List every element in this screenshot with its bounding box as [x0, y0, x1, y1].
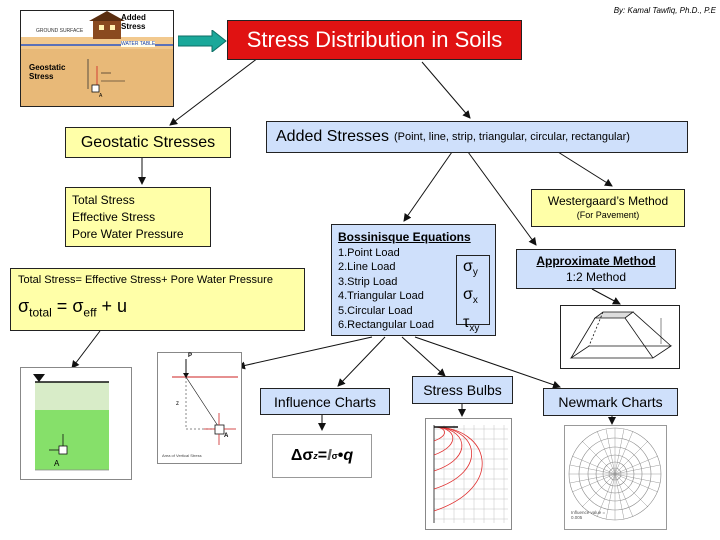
approximate-method-figure [560, 305, 680, 369]
westergaard-subtitle: (For Pavement) [576, 210, 640, 220]
boussinesq-item: 5.Circular Load [338, 304, 413, 317]
soil-profile-thumbnail: GROUND SURFACE WATER TABLE Added Stress … [20, 10, 174, 107]
link-added-approx [467, 151, 537, 246]
sigma-subscript: σ [331, 451, 338, 461]
thumb-added-stress-label: Added Stress [121, 13, 146, 31]
thumb-ground-surface-label: GROUND SURFACE [36, 28, 84, 34]
newmark-caption: Influence value = 0.005 [571, 510, 606, 520]
stress-equation-text: Total Stress= Effective Stress+ Pore Wat… [18, 274, 273, 286]
point-load-drawing [172, 359, 238, 445]
boussinesq-title: Bossinisque Equations [338, 230, 471, 244]
thumb-geostatic-stress-label: Geostatic Stress [29, 63, 66, 81]
geostatic-stresses-title: Geostatic Stresses [80, 133, 216, 151]
delta-sigma: Δσ [290, 447, 314, 464]
newmark-chart-drawing [568, 427, 662, 521]
thumbnail-to-title-arrow [178, 30, 227, 52]
point-load-caption: Area of Vertical Stress [162, 453, 202, 458]
newmark-charts-box: Newmark Charts [543, 388, 678, 416]
point-load-p-label: P [188, 353, 193, 359]
link-bouss-bulbs [401, 336, 446, 377]
z-subscript: z [313, 451, 318, 461]
page-title-text: Stress Distribution in Soils [246, 27, 503, 52]
approximate-method-box: Approximate Method 1:2 Method [516, 249, 676, 289]
approximate-method-title: Approximate Method [536, 254, 656, 268]
geostatic-item: Effective Stress [72, 210, 156, 224]
geostatic-item: Total Stress [72, 193, 135, 207]
added-stresses-box: Added Stresses (Point, line, strip, tria… [266, 121, 688, 153]
point-load-a-label: A [224, 433, 229, 439]
added-stresses-title: Added Stresses [276, 128, 389, 145]
formula-equals: = [317, 447, 328, 464]
link-approx-figure [591, 288, 621, 305]
point-load-z-label: z [176, 401, 179, 407]
sigma-x-symbol: σx [463, 286, 478, 307]
boussinesq-item: 4.Triangular Load [338, 290, 424, 302]
geostatic-stresses-box: Geostatic Stresses [65, 127, 231, 158]
soil-column-figure: A [20, 367, 132, 480]
link-added-westergaard [557, 151, 613, 187]
newmark-charts-label: Newmark Charts [558, 394, 663, 410]
eff-subscript: eff [83, 305, 97, 320]
westergaard-box: Westergaard’s Method (For Pavement) [531, 189, 685, 227]
stress-symbols-box: σy σx τxy [456, 255, 490, 335]
sigma-y-symbol: σy [463, 258, 478, 279]
approximate-method-subtitle: 1:2 Method [565, 270, 627, 284]
author-credit: By: Kamal Tawfiq, Ph.D., P.E [613, 6, 716, 15]
geostatic-item: Pore Water Pressure [72, 227, 184, 241]
boussinesq-box: Bossinisque Equations 1.Point Load 2.Lin… [331, 224, 496, 336]
newmark-chart-figure: Influence value = 0.005 [564, 425, 667, 530]
boussinesq-item: 6.Rectangular Load [338, 319, 435, 331]
plus-u: + u [96, 296, 128, 316]
stress-bulbs-box: Stress Bulbs [412, 376, 513, 404]
influence-factor: I [327, 447, 332, 464]
page-title: Stress Distribution in Soils [227, 20, 522, 60]
equals-sign: = [51, 296, 73, 316]
boussinesq-item: 3.Strip Load [338, 275, 398, 288]
tau-xy-symbol: τxy [463, 314, 480, 335]
column-element-label: A [54, 459, 60, 468]
stress-equation-box: Total Stress= Effective Stress+ Pore Wat… [10, 268, 305, 331]
link-added-boussinesq [403, 151, 453, 222]
thumb-element-label: A [99, 93, 103, 99]
boussinesq-item: 1.Point Load [338, 246, 400, 259]
stress-bulbs-figure [425, 418, 512, 530]
geostatic-items-box: Total Stress Effective Stress Pore Water… [65, 187, 211, 247]
total-subscript: total [29, 305, 52, 320]
soil-column-drawing [33, 374, 109, 471]
sigma-symbol: σ [72, 296, 84, 316]
link-title-geostatic [169, 57, 259, 126]
added-stresses-subtitle: (Point, line, strip, triangular, circula… [393, 131, 630, 143]
boussinesq-item: 2.Line Load [338, 261, 396, 273]
link-title-added [421, 61, 471, 119]
formula-dot: • [337, 447, 344, 464]
westergaard-title: Westergaard’s Method [547, 194, 669, 208]
sigma-symbol: σ [18, 296, 30, 316]
load-q: q [343, 447, 354, 464]
stress-bulbs-drawing [433, 425, 508, 523]
influence-charts-label: Influence Charts [274, 393, 376, 410]
point-load-figure: P z A Area of Vertical Stress [157, 352, 242, 464]
pyramid-load-spread-drawing [569, 311, 673, 359]
link-bouss-pointfig [237, 336, 373, 370]
link-bouss-newmark [414, 336, 561, 389]
link-bouss-influence [337, 336, 386, 387]
stress-bulbs-label: Stress Bulbs [423, 382, 502, 398]
stress-equation-formula: σtotal = σeff + u [18, 296, 297, 320]
thumb-water-table-label: WATER TABLE [121, 41, 156, 47]
link-equation-figure [71, 330, 101, 369]
influence-charts-box: Influence Charts [260, 388, 390, 415]
